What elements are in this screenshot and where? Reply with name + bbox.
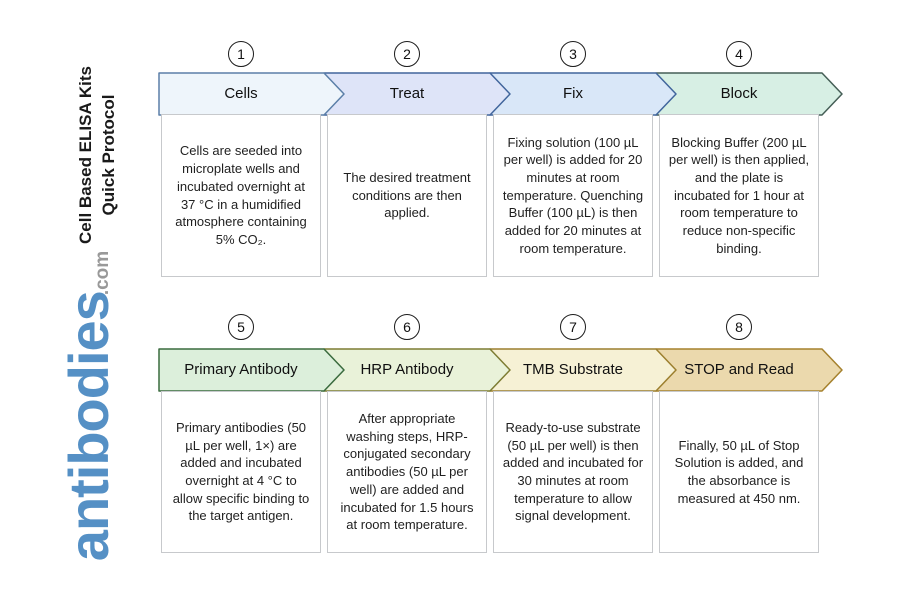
- step-number: 7: [569, 319, 577, 335]
- step-description-box: Fixing solution (100 µL per well) is add…: [493, 114, 653, 277]
- step-number-badge: 6: [394, 314, 420, 340]
- step-arrow-shape: [489, 348, 677, 392]
- step-number: 2: [403, 46, 411, 62]
- step-number: 3: [569, 46, 577, 62]
- step-number-badge: 8: [726, 314, 752, 340]
- step-number: 8: [735, 319, 743, 335]
- step-number: 6: [403, 319, 411, 335]
- brand-logo: antibodies.com: [48, 234, 128, 574]
- step-description: Blocking Buffer (200 µL per well) is the…: [668, 134, 810, 256]
- chevron-arrow-row-2: [158, 348, 843, 392]
- step-description: The desired treatment conditions are the…: [343, 169, 471, 221]
- step-arrow-shape: [489, 72, 677, 116]
- step-description-box: Cells are seeded into microplate wells a…: [161, 114, 321, 277]
- step-number: 4: [735, 46, 743, 62]
- step-description-box: After appropriate washing steps, HRP-con…: [327, 391, 487, 553]
- step-description: Finally, 50 µL of Stop Solution is added…: [674, 437, 804, 506]
- step-arrow-shape: [655, 348, 843, 392]
- brand-name: antibodies: [56, 291, 120, 562]
- step-number-badge: 5: [228, 314, 254, 340]
- step-number-badge: 7: [560, 314, 586, 340]
- step-number: 5: [237, 319, 245, 335]
- step-number-badge: 2: [394, 41, 420, 67]
- step-number-badge: 4: [726, 41, 752, 67]
- step-number: 1: [237, 46, 245, 62]
- step-arrow-shape: [655, 72, 843, 116]
- step-description-box: Blocking Buffer (200 µL per well) is the…: [659, 114, 819, 277]
- step-description: Primary antibodies (50 µL per well, 1×) …: [172, 419, 310, 524]
- step-description: Fixing solution (100 µL per well) is add…: [502, 134, 644, 256]
- step-arrow-shape: [323, 348, 511, 392]
- chevron-arrow-row-1: [158, 72, 843, 116]
- step-number-badge: 1: [228, 41, 254, 67]
- step-number-badge: 3: [560, 41, 586, 67]
- step-description: After appropriate washing steps, HRP-con…: [340, 411, 474, 533]
- step-description: Ready-to-use substrate (50 µL per well) …: [502, 419, 644, 524]
- step-arrow-shape: [158, 348, 345, 392]
- brand-tld: .com: [92, 250, 113, 296]
- step-description-box: Finally, 50 µL of Stop Solution is added…: [659, 391, 819, 553]
- step-arrow-shape: [323, 72, 511, 116]
- step-description: Cells are seeded into microplate wells a…: [175, 143, 307, 247]
- step-description-box: Primary antibodies (50 µL per well, 1×) …: [161, 391, 321, 553]
- step-arrow-shape: [158, 72, 345, 116]
- step-description-box: The desired treatment conditions are the…: [327, 114, 487, 277]
- step-description-box: Ready-to-use substrate (50 µL per well) …: [493, 391, 653, 553]
